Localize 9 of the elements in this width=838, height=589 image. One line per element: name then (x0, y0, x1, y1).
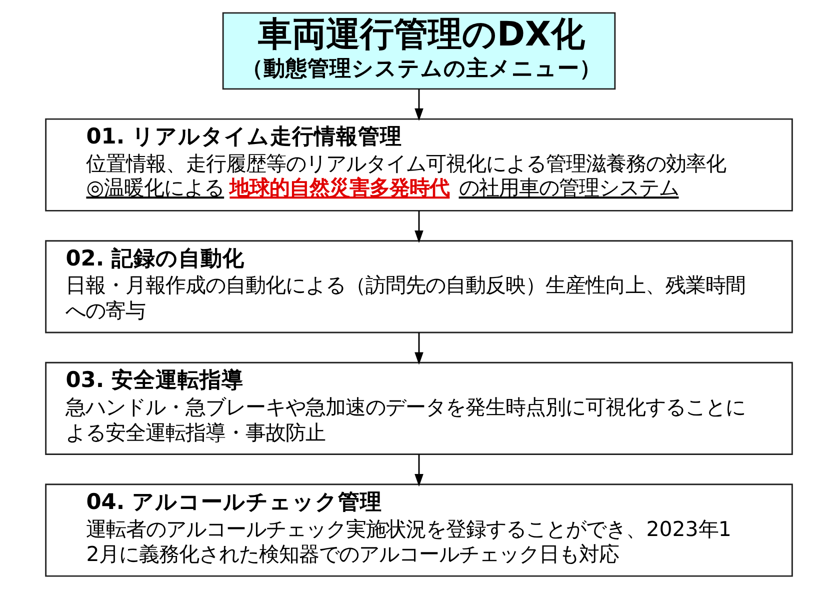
node-box: 03. 安全運転指導 急ハンドル・急ブレーキや急加速のデータを発生時点別に可視化することによる安全運転指導・事故防止 (45, 362, 793, 455)
node-box: 01. リアルタイム走行情報管理 位置情報、走行履歴等のリアルタイム可視化による管理滋養務の効率化 ◎温暖化による地球的自然災害多発時代の社用車の管理システム (45, 118, 793, 212)
node-box: 02. 記録の自動化 日報・月報作成の自動化による（訪問先の自動反映）生産性向上、残業時間への寄与 (45, 240, 793, 334)
arrow (414, 332, 424, 365)
arrow (414, 210, 424, 243)
node-box: 04. アルコールチェック管理 運転者のアルコールチェック実施状況を登録することができ、2023年12月に義務化された検知器でのアルコールチェック日も対応 (45, 484, 793, 577)
node-box: 車両運行管理のDX化 （動態管理システムの主メニュー） (222, 12, 616, 90)
arrow (414, 454, 424, 487)
arrow (414, 88, 424, 121)
